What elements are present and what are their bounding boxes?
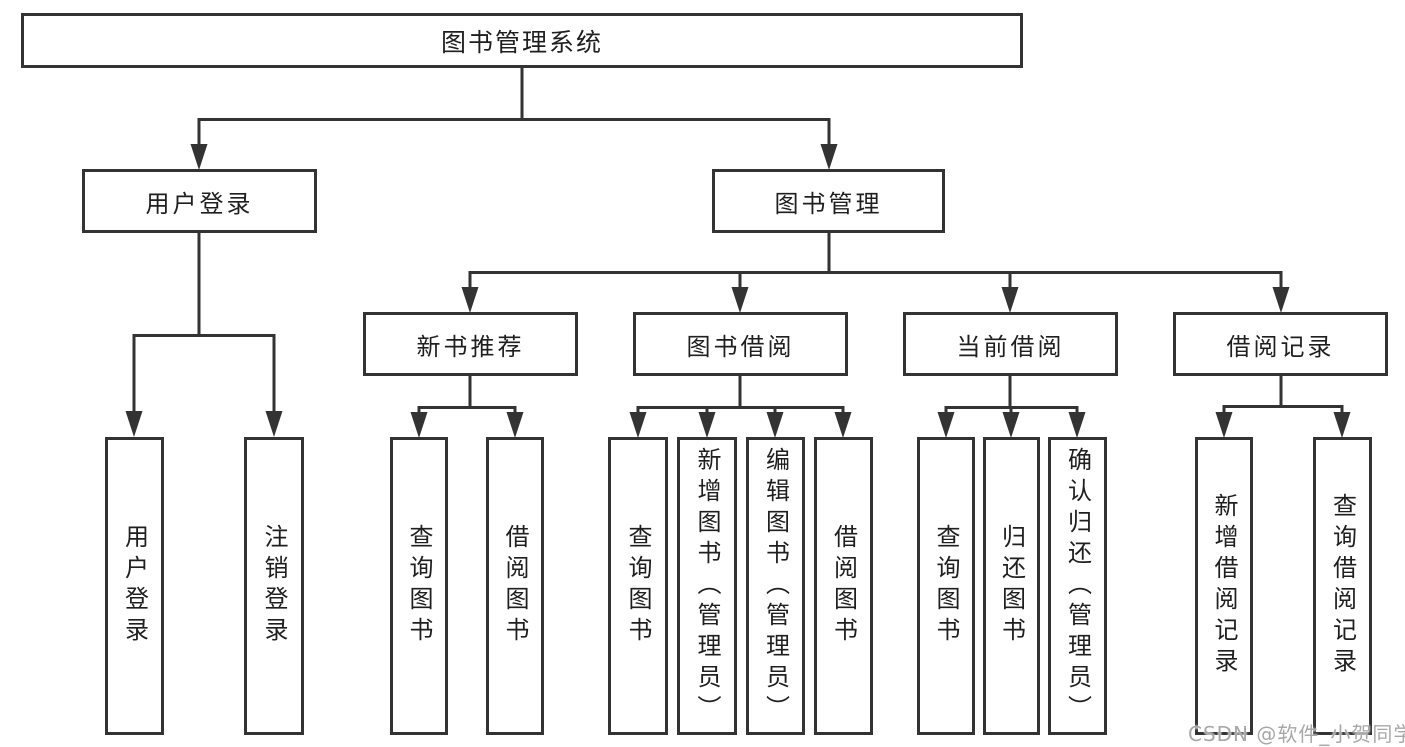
- node-label: 当前借阅: [956, 332, 1065, 361]
- leaf-label: 编辑图书（管理员）: [761, 446, 790, 726]
- leaf-label: 新增图书（管理员）: [693, 446, 721, 726]
- leaf-label: 确认归还（管理员）: [1063, 446, 1092, 726]
- leaf-confirm-return-admin: 确认归还（管理员）: [1048, 437, 1107, 735]
- leaf-label: 注销登录: [260, 524, 288, 648]
- node-book-borrowing: 图书借阅: [633, 312, 848, 376]
- node-label: 新书推荐: [416, 332, 525, 361]
- leaf-edit-books-admin: 编辑图书（管理员）: [746, 437, 805, 735]
- node-library-management-system: 图书管理系统: [21, 13, 1023, 68]
- leaf-label: 查询图书: [624, 524, 652, 648]
- node-label: 图书管理系统: [440, 27, 603, 57]
- leaf-label: 查询图书: [405, 524, 433, 648]
- node-label: 借阅记录: [1226, 332, 1335, 361]
- leaf-label: 新增借阅记录: [1210, 493, 1238, 679]
- leaf-borrow-books-recommend: 借阅图书: [486, 437, 544, 735]
- leaf-user-login: 用户登录: [105, 437, 164, 735]
- leaf-borrow-books: 借阅图书: [814, 437, 873, 735]
- leaf-query-books-current: 查询图书: [917, 437, 975, 735]
- node-borrowing-records: 借阅记录: [1173, 312, 1388, 376]
- node-new-book-recommend: 新书推荐: [363, 312, 578, 376]
- node-label: 图书管理: [774, 189, 883, 218]
- leaf-query-borrow-record: 查询借阅记录: [1313, 437, 1372, 735]
- leaf-label: 查询借阅记录: [1328, 493, 1357, 679]
- node-label: 用户登录: [145, 189, 254, 218]
- leaf-label: 用户登录: [120, 524, 149, 648]
- arrowheads: [125, 144, 1351, 438]
- leaf-return-books: 归还图书: [983, 437, 1040, 735]
- csdn-watermark: CSDN @软件_小贺同学: [1188, 722, 1405, 746]
- leaf-label: 借阅图书: [501, 524, 529, 648]
- leaf-query-books-recommend: 查询图书: [390, 437, 448, 735]
- leaf-add-borrow-record: 新增借阅记录: [1195, 437, 1253, 735]
- leaf-label: 查询图书: [932, 524, 960, 648]
- leaf-add-books-admin: 新增图书（管理员）: [677, 437, 737, 735]
- leaf-query-books-borrow: 查询图书: [608, 437, 668, 735]
- node-label: 图书借阅: [686, 332, 795, 361]
- node-user-login: 用户登录: [82, 169, 317, 233]
- leaf-label: 借阅图书: [829, 524, 858, 648]
- node-book-management: 图书管理: [712, 169, 945, 233]
- leaf-logout: 注销登录: [244, 437, 304, 735]
- node-current-borrowing: 当前借阅: [903, 312, 1118, 376]
- leaf-label: 归还图书: [997, 524, 1026, 648]
